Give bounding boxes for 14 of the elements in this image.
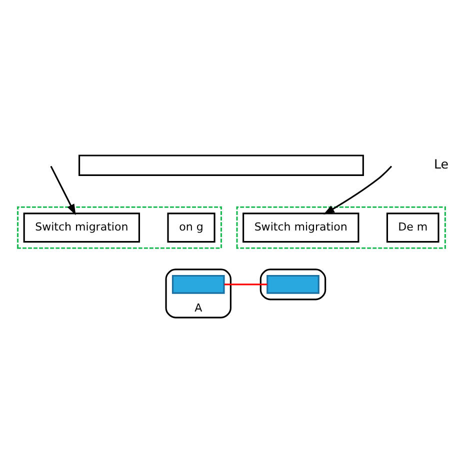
arrow [50, 165, 76, 215]
arrow [323, 165, 392, 214]
node-box: De m [386, 212, 440, 242]
node-box: Switch migration [242, 212, 360, 242]
node-bar [78, 154, 364, 176]
node-box: Switch migration [23, 212, 140, 242]
cluster: A [165, 268, 232, 318]
node-box [172, 274, 225, 294]
cluster [17, 206, 222, 248]
cluster [260, 268, 326, 300]
node-box [266, 274, 320, 294]
node-box: on g [167, 212, 216, 242]
connector [224, 283, 268, 285]
label: Le [434, 156, 449, 171]
